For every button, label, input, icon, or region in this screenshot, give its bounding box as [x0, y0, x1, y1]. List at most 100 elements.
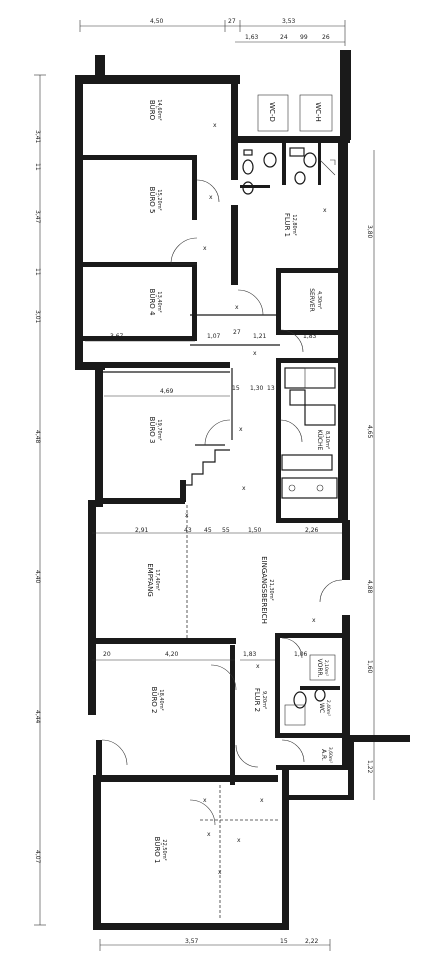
room-name: EINGANGSBEREICH	[260, 556, 268, 624]
room-name: BÜRO 1	[153, 837, 162, 864]
room-area: 2,40m²	[325, 700, 331, 716]
dim-right-2: 4,88	[366, 580, 373, 594]
dim-topsub-2: 99	[300, 34, 308, 41]
dim-mid4-2: 1,83	[243, 651, 257, 658]
dim-mid2-0: 4,69	[160, 388, 174, 395]
dimension-labels: 4,50 27 3,53 1,63 24 99 26 3,67 1,07 27 …	[34, 18, 373, 945]
dim-left-0: 3,41	[34, 130, 41, 144]
dim-bottom-0: 3,57	[185, 938, 199, 945]
dim-top-0: 4,50	[150, 18, 164, 25]
room-wc: WC 2,40m²	[318, 700, 331, 716]
room-wc-d: WC-D	[268, 102, 276, 122]
dim-left-4: 3,01	[34, 310, 41, 324]
dim-mid1-1: 1,07	[207, 333, 221, 340]
svg-text:x: x	[239, 426, 243, 433]
dim-left-1: 11	[34, 163, 41, 171]
room-area: 2,10m²	[323, 660, 329, 676]
svg-text:x: x	[235, 304, 239, 311]
svg-text:x: x	[203, 797, 207, 804]
room-name: BÜRO	[148, 100, 157, 121]
dim-left-3: 11	[34, 268, 41, 276]
svg-text:x: x	[218, 869, 222, 876]
dim-mid3-1: 43	[184, 527, 192, 534]
dim-mid4-1: 4,20	[165, 651, 179, 658]
room-area: 8,10m²	[324, 431, 330, 449]
room-wc-h: WC-H	[314, 102, 322, 122]
svg-text:x: x	[253, 350, 257, 357]
room-area: 18,40m²	[158, 689, 164, 710]
dim-bottom-1: 15	[280, 938, 288, 945]
room-name: A.R.	[320, 749, 327, 761]
room-name: BÜRO 4	[148, 289, 157, 317]
room-area: 4,30m²	[316, 291, 322, 309]
dim-mid3-5: 2,26	[305, 527, 319, 534]
svg-text:x: x	[185, 512, 189, 519]
dim-mid3-0: 2,91	[135, 527, 149, 534]
dim-right-0: 3,80	[366, 225, 373, 239]
dim-mid2-2: 1,30	[250, 385, 264, 392]
svg-text:x: x	[242, 485, 246, 492]
room-eingang: EINGANGSBEREICH 21,30m²	[260, 556, 274, 624]
dim-right-3: 1,60	[366, 660, 373, 674]
dim-mid3-4: 1,50	[248, 527, 262, 534]
room-buero5: BÜRO 5 15,20m²	[148, 187, 162, 214]
room-area: 19,70m²	[156, 419, 162, 440]
room-area: 22,50m²	[161, 839, 167, 860]
dim-mid3-2: 45	[204, 527, 212, 534]
dim-mid3-3: 55	[222, 527, 230, 534]
room-name: VORR.	[316, 659, 323, 678]
dim-left-2: 3,47	[34, 210, 41, 224]
svg-text:x: x	[203, 245, 207, 252]
dim-left-8: 4,07	[34, 850, 41, 864]
svg-text:x: x	[209, 194, 213, 201]
room-flur2: FLUR 2 9,20m²	[253, 688, 267, 712]
dim-left-7: 4,44	[34, 710, 41, 724]
svg-text:x: x	[207, 831, 211, 838]
dim-mid1-2: 27	[233, 329, 241, 336]
dim-left-6: 4,40	[34, 570, 41, 584]
room-name: WC-H	[314, 102, 322, 122]
svg-text:x: x	[256, 663, 260, 670]
dim-mid4-0: 20	[103, 651, 111, 658]
svg-text:x: x	[323, 207, 327, 214]
dim-mid4-3: 1,06	[294, 651, 308, 658]
room-name: FLUR 2	[253, 688, 261, 712]
dimension-lines	[34, 20, 375, 951]
room-buero1: BÜRO 1 22,50m²	[153, 837, 167, 864]
room-buero-top: BÜRO 14,60m²	[148, 99, 162, 120]
svg-text:x: x	[237, 837, 241, 844]
room-empfang: EMPFANG 17,40m²	[146, 563, 160, 597]
svg-text:x: x	[213, 122, 217, 129]
fixtures	[242, 94, 338, 726]
dim-top-2: 3,53	[282, 18, 296, 25]
dim-topsub-3: 26	[322, 34, 330, 41]
room-flur1: FLUR 1 12,80m²	[283, 213, 297, 237]
dim-top-1: 27	[228, 18, 236, 25]
room-vorr: VORR. 2,10m²	[316, 659, 329, 678]
dim-mid2-3: 13	[267, 385, 275, 392]
dim-bottom-2: 2,22	[305, 938, 319, 945]
room-name: EMPFANG	[146, 563, 154, 597]
room-name: SERVER	[308, 288, 315, 312]
room-area: 21,30m²	[268, 579, 274, 600]
dim-left-5: 4,48	[34, 430, 41, 444]
room-name: WC	[318, 703, 325, 713]
room-ar: A.R. 3,60m²	[320, 747, 333, 763]
room-buero4: BÜRO 4 13,40m²	[148, 289, 162, 317]
room-area: 15,20m²	[156, 189, 162, 210]
room-buero2: BÜRO 2 18,40m²	[150, 687, 164, 714]
dim-topsub-1: 24	[280, 34, 288, 41]
svg-text:x: x	[260, 797, 264, 804]
dim-mid1-3: 1,21	[253, 333, 267, 340]
room-name: FLUR 1	[283, 213, 291, 237]
dim-right-4: 1,22	[366, 760, 373, 774]
room-area: 17,40m²	[154, 569, 160, 590]
room-name: WC-D	[268, 102, 276, 122]
dim-mid2-1: 15	[232, 385, 240, 392]
room-area: 14,60m²	[156, 99, 162, 120]
door-swings	[101, 159, 343, 826]
room-name: KÜCHE	[316, 430, 323, 451]
interior-lines	[85, 314, 342, 920]
outlet-markers: x x x x x x x x x x x x x x x x	[185, 122, 327, 876]
